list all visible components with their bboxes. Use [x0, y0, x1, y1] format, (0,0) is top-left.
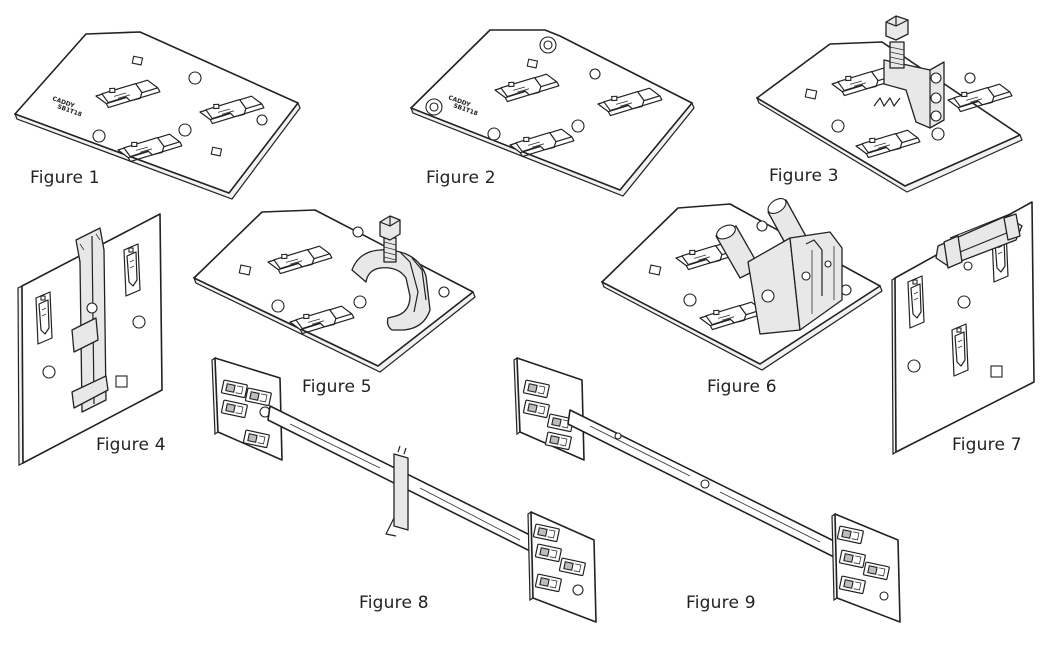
figure-7-caption: Figure 7	[952, 435, 1022, 455]
figure-5-caption: Figure 5	[302, 377, 372, 397]
figure-2-plate: CADDY SB1T18	[409, 29, 695, 197]
figure-9-caption: Figure 9	[686, 593, 756, 613]
figure-8-bar-hanger	[211, 356, 597, 623]
figure-4-caption: Figure 4	[96, 435, 166, 455]
beam-clamp-assembly	[873, 15, 945, 129]
figure-4-upright-plate	[17, 213, 163, 466]
figure-3-plate	[755, 41, 1023, 193]
figure-3-caption: Figure 3	[769, 166, 839, 186]
figure-6-caption: Figure 6	[707, 377, 777, 397]
c-clamp-assembly	[351, 215, 431, 331]
figure-7-upright-plate	[891, 201, 1035, 456]
figure-2-caption: Figure 2	[426, 168, 496, 188]
beam-clip-assembly	[715, 197, 843, 335]
figure-8-caption: Figure 8	[359, 593, 429, 613]
figure-1-caption: Figure 1	[30, 168, 100, 188]
figure-1-plate: CADDY SB1T18	[13, 31, 301, 200]
figure-6-plate	[600, 203, 883, 371]
figure-5-plate	[192, 209, 476, 373]
figure-9-bar-hanger	[513, 356, 901, 623]
